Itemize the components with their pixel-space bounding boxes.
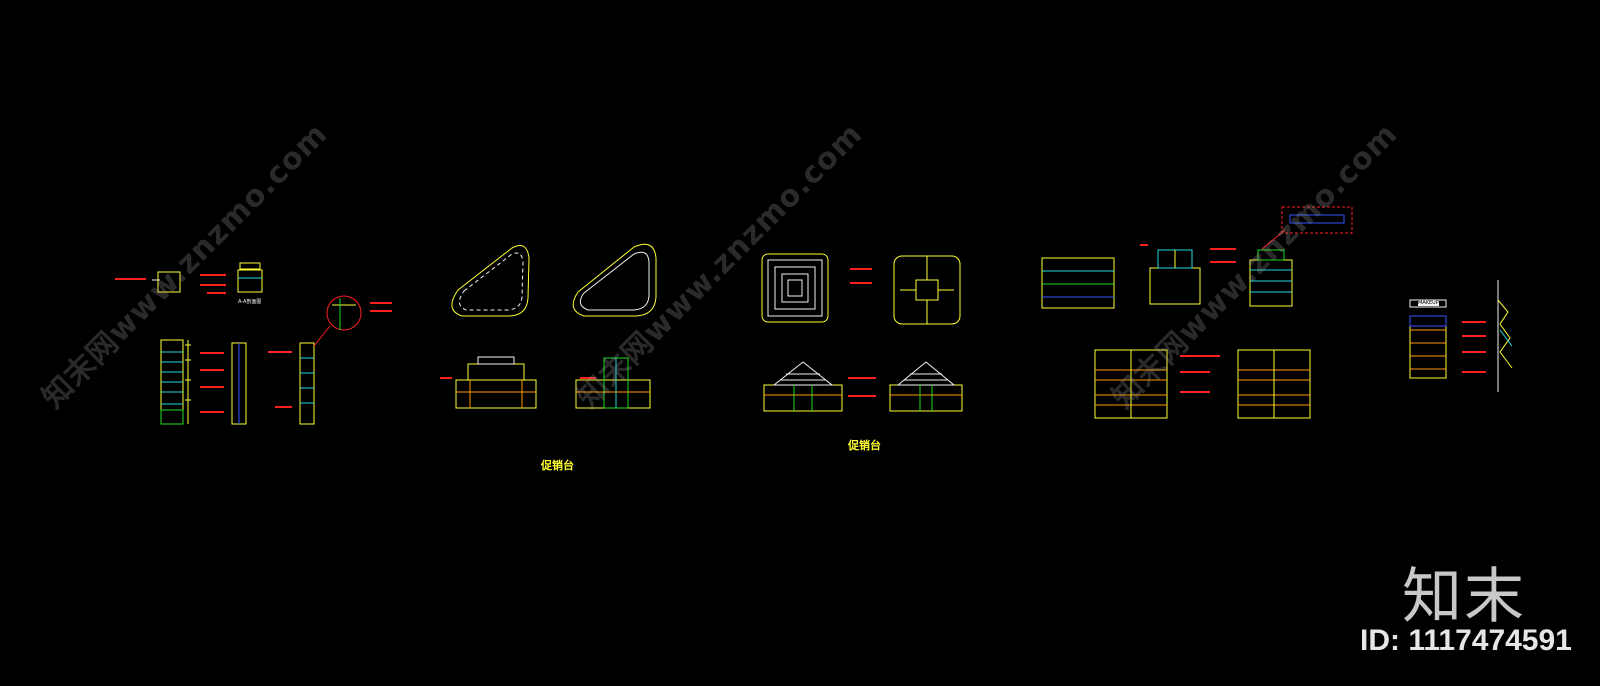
- promo-table-1: [440, 243, 657, 409]
- display-shelf-group: [1041, 206, 1353, 419]
- cabinet-group-1: [115, 262, 392, 425]
- makeup-unit: [1409, 280, 1513, 392]
- promo-table-2: [761, 253, 963, 412]
- brand-logo: 知末: [1402, 562, 1526, 632]
- section-label: A-A剖面图: [238, 299, 262, 305]
- promo-table-caption: 促销台: [541, 459, 574, 472]
- makeup-label: MAKEUP: [1418, 300, 1439, 306]
- promo-table-caption: 促销台: [848, 439, 881, 452]
- asset-id: ID: 1117474591: [1360, 624, 1572, 657]
